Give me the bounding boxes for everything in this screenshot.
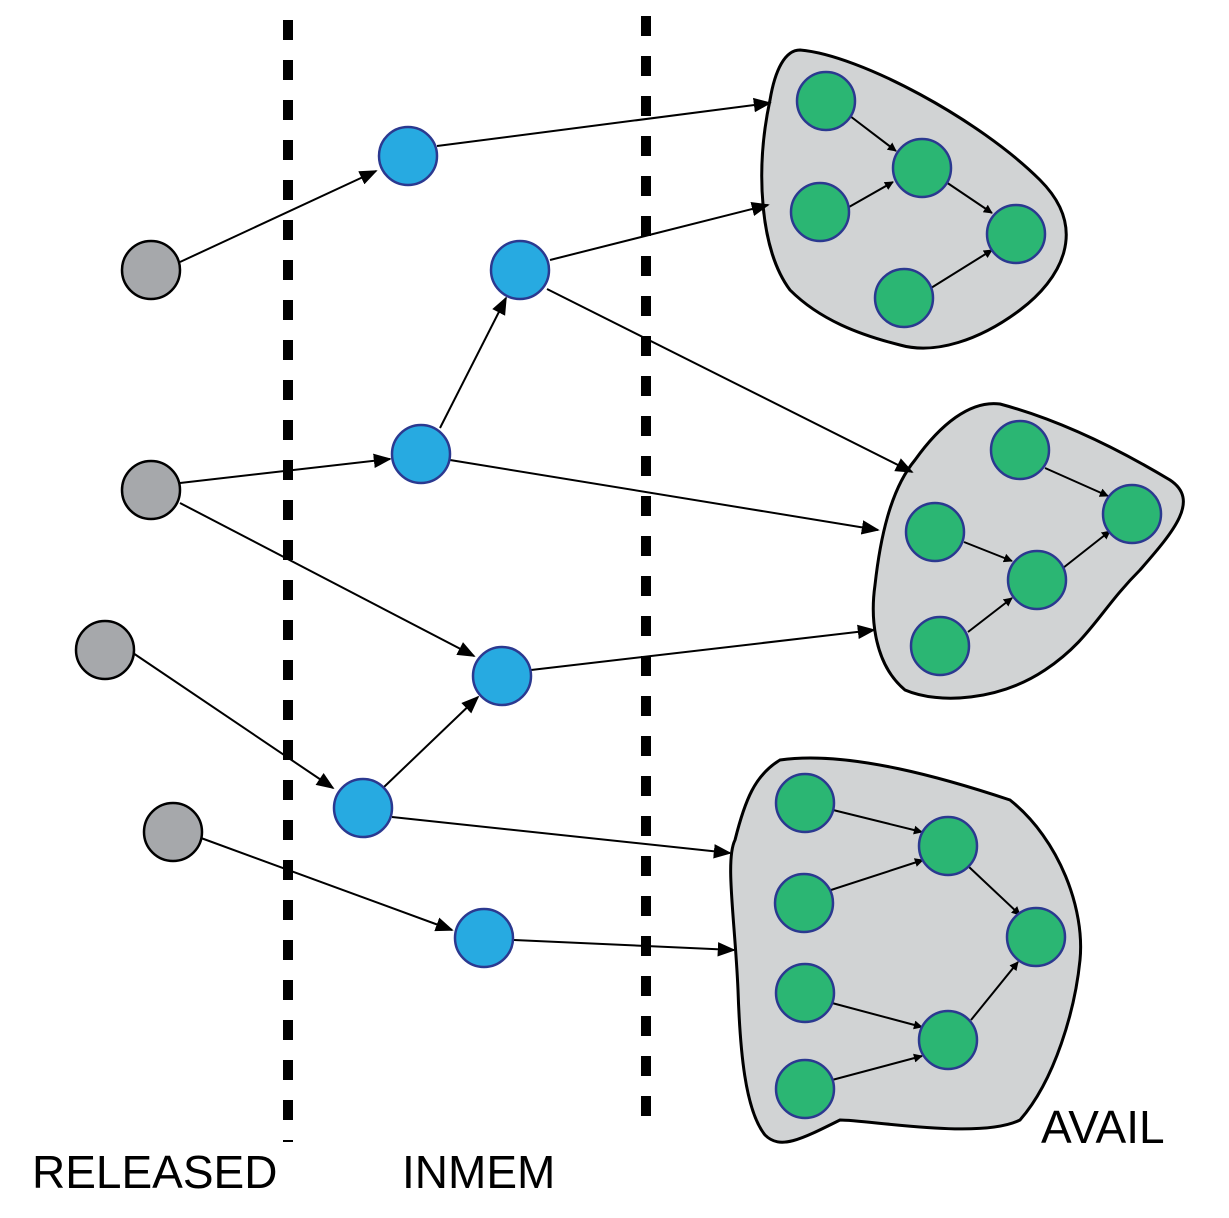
edge-m2-cluster-middle <box>449 459 880 535</box>
avail-node <box>917 815 979 877</box>
avail-node <box>917 1009 979 1071</box>
inmem-node <box>453 907 515 969</box>
avail-node <box>795 70 857 132</box>
avail-node <box>989 419 1051 481</box>
edges-within-inmem <box>383 296 507 788</box>
edge-m3-cluster-middle <box>546 288 914 473</box>
edge-a2-a4 <box>945 181 993 214</box>
avail-cluster-bottom <box>729 756 1083 1144</box>
avail-node <box>774 962 836 1024</box>
edge-c1-c2 <box>832 809 923 835</box>
edge-a3-a2 <box>848 181 894 208</box>
released-nodes <box>74 239 204 863</box>
edge-c7-c6 <box>831 1053 923 1081</box>
edge-r1-m1 <box>179 170 378 263</box>
edge-m5-m4 <box>383 695 480 788</box>
avail-node <box>1101 483 1163 545</box>
edge-m2-m3 <box>439 296 507 429</box>
edge-b4-b2 <box>1062 530 1111 569</box>
avail-node <box>774 772 836 834</box>
label-inmem: INMEM <box>402 1146 555 1198</box>
inmem-node <box>332 777 394 839</box>
avail-node <box>873 267 935 329</box>
inmem-node <box>489 239 551 301</box>
avail-node <box>909 615 971 677</box>
edge-b3-b4 <box>963 541 1013 563</box>
edge-m4-cluster-middle <box>530 624 876 671</box>
avail-node <box>1005 906 1067 968</box>
avail-node <box>773 872 835 934</box>
avail-node <box>1006 549 1068 611</box>
label-released: RELEASED <box>32 1146 277 1198</box>
edge-c2-c4 <box>967 865 1021 916</box>
avail-node <box>985 203 1047 265</box>
avail-node <box>904 501 966 563</box>
inmem-nodes <box>332 125 551 969</box>
edge-c3-c2 <box>830 858 924 891</box>
avail-node <box>891 137 953 199</box>
edges-inmem-to-avail <box>391 97 914 957</box>
edge-r2-m2 <box>179 453 392 484</box>
avail-nodes <box>773 70 1163 1120</box>
edge-m6-cluster-bottom <box>513 939 736 957</box>
released-node <box>120 239 182 301</box>
edge-m1-cluster-top <box>436 97 772 147</box>
inmem-node <box>471 645 533 707</box>
released-node <box>120 459 182 521</box>
inmem-node <box>377 125 439 187</box>
edge-b1-b2 <box>1044 467 1109 497</box>
released-node <box>142 801 204 863</box>
edge-m5-cluster-bottom <box>391 816 732 859</box>
released-node <box>74 619 136 681</box>
edge-r3-m5 <box>132 652 335 790</box>
edge-c5-c6 <box>831 1002 923 1030</box>
avail-node <box>774 1058 836 1120</box>
label-avail: AVAIL <box>1041 1101 1165 1153</box>
edge-m3-cluster-top <box>549 201 770 261</box>
avail-node <box>789 181 851 243</box>
edge-r4-m6 <box>200 837 454 932</box>
edge-a1-a2 <box>849 115 897 152</box>
edges-within-avail <box>830 115 1111 1081</box>
edge-b5-b4 <box>967 597 1013 633</box>
inmem-node <box>390 423 452 485</box>
edges-released-to-inmem <box>132 170 476 932</box>
edge-c6-c4 <box>970 961 1019 1021</box>
edge-r2-m4 <box>179 502 476 657</box>
edge-a5-a4 <box>930 249 993 289</box>
